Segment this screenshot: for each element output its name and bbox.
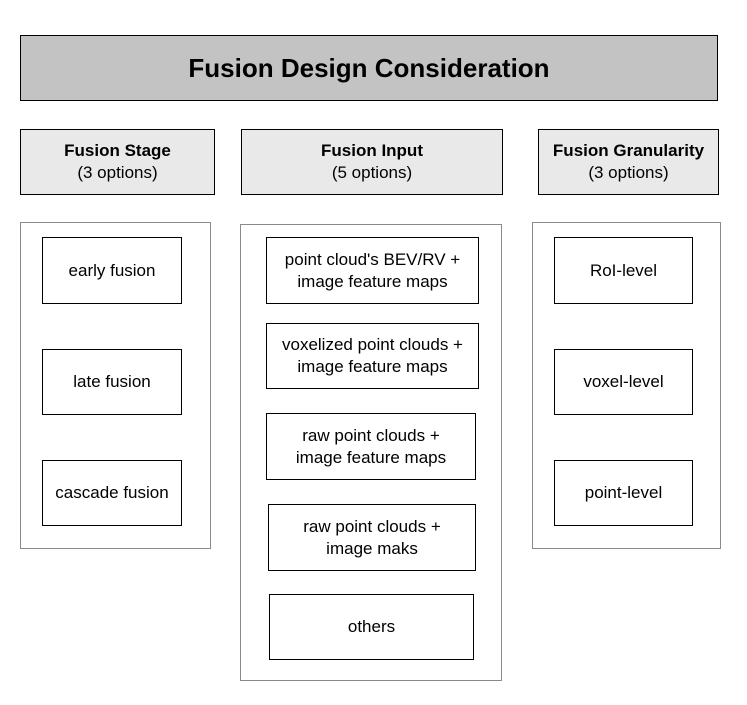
option-voxel-level: voxel-level [554,349,693,415]
option-voxelized-line1: voxelized point clouds + [282,335,463,354]
option-others-label: others [347,617,396,636]
option-bev-rv-line2: image feature maps [297,271,448,291]
header-fusion-input-subtitle: (5 options) [331,163,413,182]
header-fusion-granularity: Fusion Granularity (3 options) [538,129,719,195]
diagram-title: Fusion Design Consideration [20,35,718,101]
diagram-title-text: Fusion Design Consideration [188,52,550,83]
option-point-level: point-level [554,460,693,526]
option-raw-features-line2: image feature maps [295,447,447,467]
option-roi-level: RoI-level [554,237,693,304]
option-cascade-fusion-label: cascade fusion [55,483,169,502]
option-point-level-label: point-level [584,483,663,502]
option-early-fusion: early fusion [42,237,182,304]
header-fusion-input: Fusion Input (5 options) [241,129,503,195]
option-raw-masks-line2: image maks [326,538,418,558]
option-early-fusion-label: early fusion [68,260,156,280]
option-voxelized-image-features: voxelized point clouds + image feature m… [266,323,479,389]
option-bev-rv-image-features: point cloud's BEV/RV + image feature map… [266,237,479,304]
option-voxel-level-label: voxel-level [583,372,664,391]
header-fusion-granularity-title: Fusion Granularity [552,141,705,160]
header-fusion-granularity-subtitle: (3 options) [588,163,669,182]
header-fusion-stage-title: Fusion Stage [64,141,171,160]
option-raw-masks-line1: raw point clouds + [303,516,441,536]
option-raw-points-image-features: raw point clouds + image feature maps [266,413,476,480]
option-raw-features-line1: raw point clouds + [302,425,440,445]
option-cascade-fusion: cascade fusion [42,460,182,526]
option-voxelized-line2: image feature maps [297,357,448,376]
header-fusion-stage-subtitle: (3 options) [77,163,158,182]
option-bev-rv-line1: point cloud's BEV/RV + [284,249,461,269]
option-others: others [269,594,474,660]
header-fusion-input-title: Fusion Input [321,141,423,160]
header-fusion-stage: Fusion Stage (3 options) [20,129,215,195]
option-late-fusion: late fusion [42,349,182,415]
option-raw-points-image-masks: raw point clouds + image maks [268,504,476,571]
option-roi-level-label: RoI-level [589,260,658,280]
option-late-fusion-label: late fusion [73,372,151,391]
